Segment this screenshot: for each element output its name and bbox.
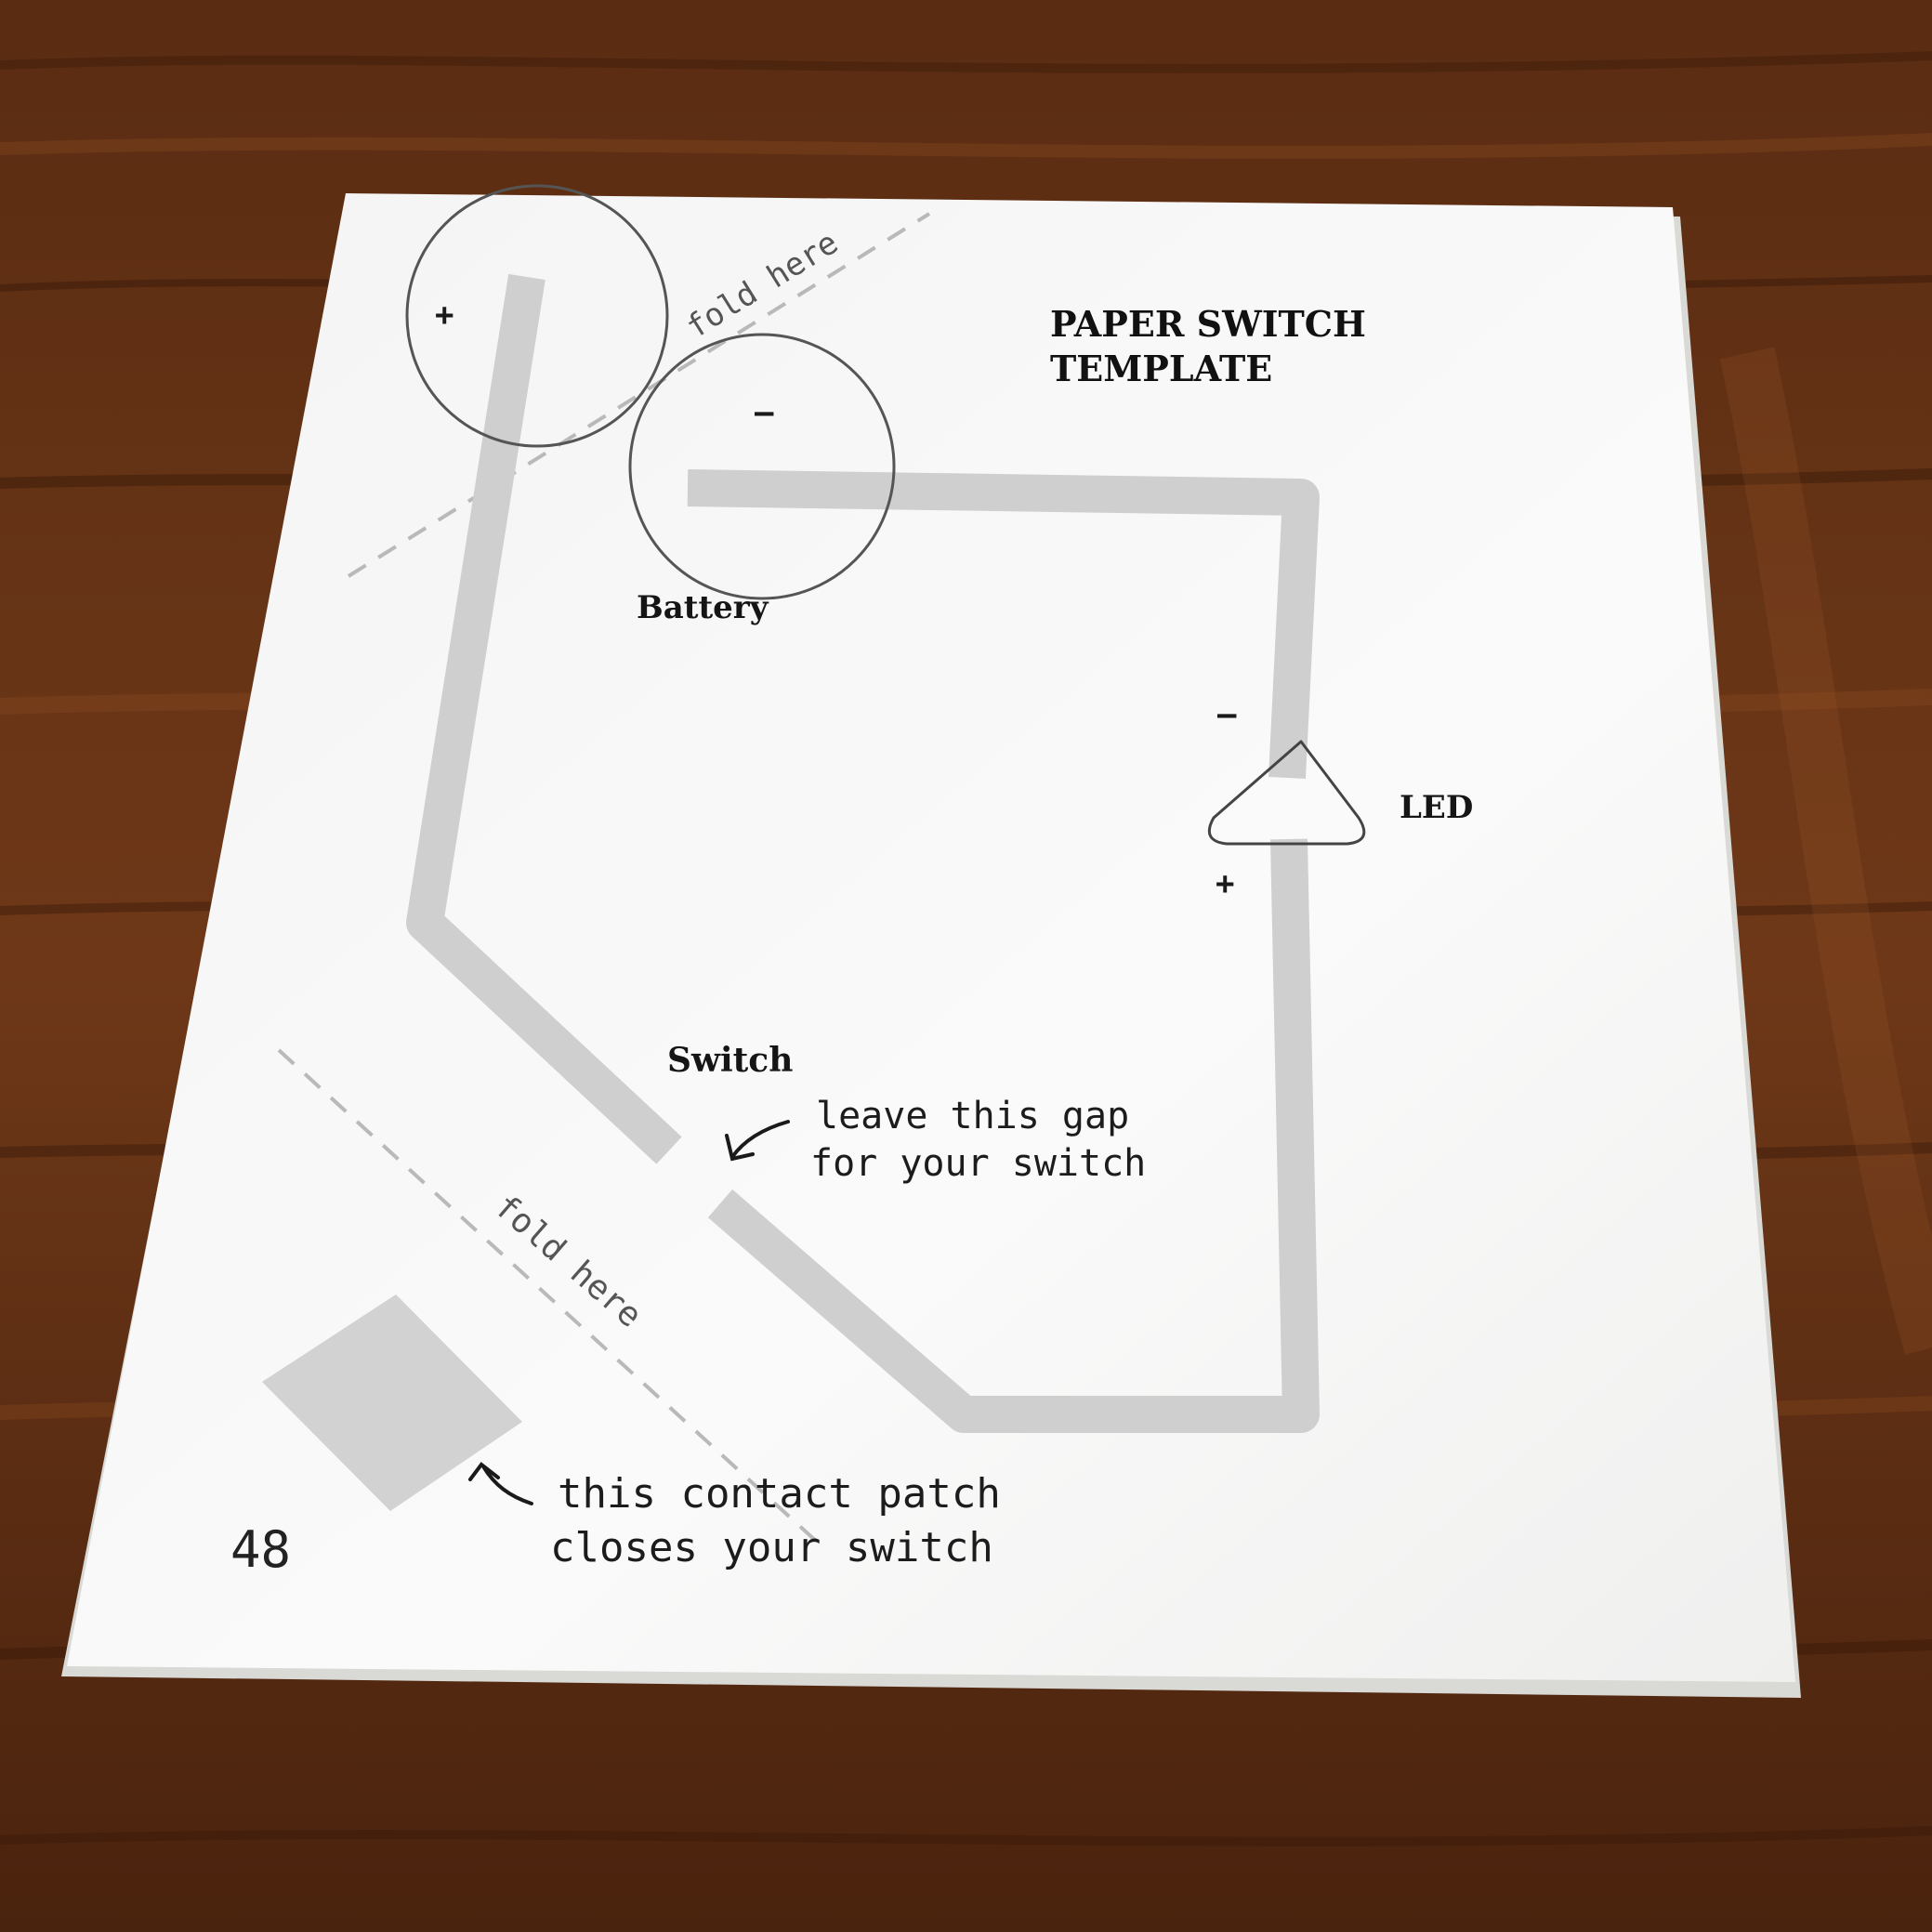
battery-minus-sign: – (755, 394, 774, 431)
arrow-to-gap-icon (725, 1120, 790, 1162)
title-line-2: TEMPLATE (1050, 348, 1272, 389)
switch-label: Switch (667, 1041, 793, 1080)
title-line-1: PAPER SWITCH (1050, 303, 1366, 345)
led-label: LED (1400, 789, 1473, 826)
battery-plus-circle (405, 184, 669, 448)
arrow-to-patch-icon (468, 1462, 533, 1505)
patch-note-line-2: closes your switch (550, 1524, 993, 1571)
patch-note-line-1: this contact patch (558, 1470, 1001, 1518)
fold-line-bottom (277, 1048, 820, 1544)
battery-label: Battery (637, 589, 769, 626)
page-number: 48 (230, 1520, 291, 1579)
led-plus-sign: + (1216, 865, 1234, 902)
battery-minus-circle (628, 333, 896, 600)
gap-note-line-1: leave this gap (816, 1095, 1129, 1137)
led-outline (1207, 740, 1366, 846)
led-minus-sign: – (1217, 696, 1237, 733)
trace-battery-plus (406, 273, 682, 1164)
trace-switch-to-led (707, 838, 1320, 1433)
fold-line-top (347, 212, 931, 578)
gap-note-line-2: for your switch (810, 1142, 1146, 1185)
battery-plus-sign: + (435, 296, 453, 334)
contact-patch (262, 1295, 522, 1511)
